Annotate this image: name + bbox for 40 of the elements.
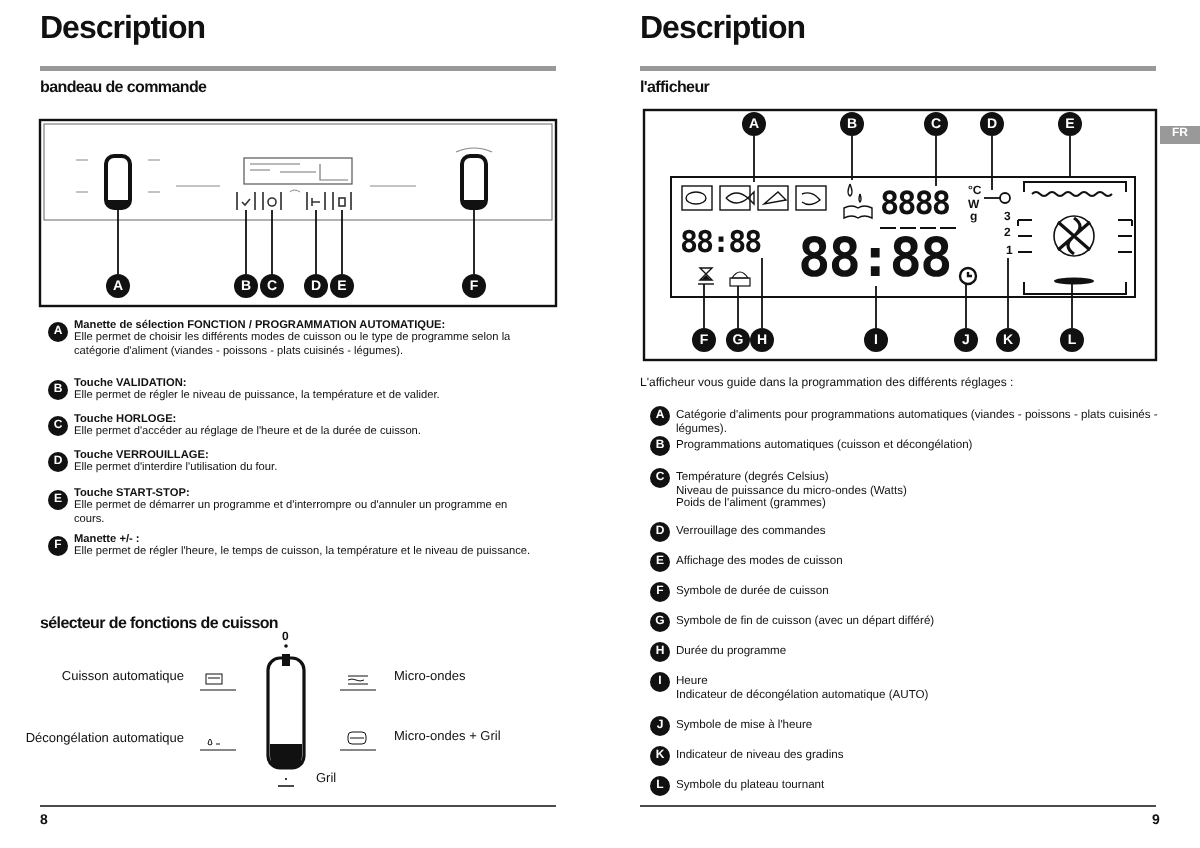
- turntable-icon: [1054, 277, 1094, 285]
- leader-line: [753, 135, 755, 183]
- leader-line: [315, 209, 317, 275]
- leader-line: [341, 209, 343, 275]
- leader-line: [761, 257, 763, 329]
- lcd-digits: 8888: [880, 188, 950, 220]
- leader-line: [703, 283, 705, 329]
- leader-line: [1069, 135, 1071, 179]
- lcd-frame: [670, 176, 1136, 298]
- auto-program-icon: [842, 182, 874, 220]
- key-icon: [982, 192, 1012, 204]
- section-heading: sélecteur de fonctions de cuisson: [40, 616, 279, 634]
- section-heading: l'afficheur: [640, 80, 710, 98]
- control-button: [306, 192, 326, 210]
- leader-line: [965, 283, 967, 329]
- leader-line: [875, 285, 877, 329]
- control-knob: [460, 154, 488, 210]
- leader-line: [737, 285, 739, 329]
- lcd-digits: 88:88: [798, 232, 951, 286]
- control-button: [262, 192, 282, 210]
- leader-line: [473, 209, 475, 275]
- section-heading: bandeau de commande: [40, 80, 207, 98]
- leader-line: [1071, 283, 1073, 329]
- control-knob: [104, 154, 132, 210]
- leader-line: [245, 209, 247, 275]
- control-button: [332, 192, 352, 210]
- food-category-icons: [680, 184, 828, 212]
- leader-line: [991, 135, 993, 191]
- leader-line: [1007, 257, 1009, 329]
- leader-line: [851, 135, 853, 181]
- page-heading: Description: [640, 12, 806, 48]
- lcd-digits: 88:88: [680, 228, 761, 258]
- hourglass-icon: [696, 266, 716, 286]
- clock-icon: [958, 266, 978, 286]
- leader-line: [271, 209, 273, 275]
- control-button: [236, 192, 256, 210]
- oven-modes-drawing: [1016, 180, 1134, 296]
- leader-line: [117, 209, 119, 275]
- page-heading: Description: [40, 12, 206, 48]
- leader-line: [935, 135, 937, 187]
